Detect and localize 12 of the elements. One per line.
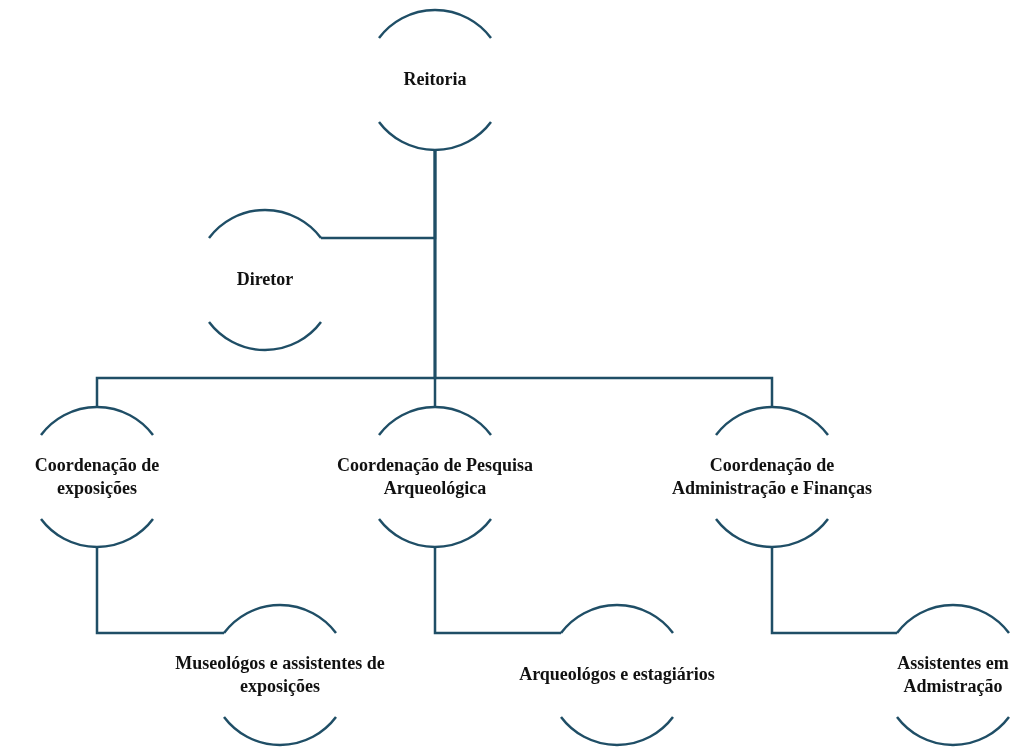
- node-label: Coordenação de Pesquisa Arqueológica: [336, 453, 534, 500]
- connector-line: [770, 547, 897, 635]
- node-label: Assistentes em Admistração: [896, 651, 1010, 698]
- node-label: Diretor: [235, 268, 295, 292]
- node-label: Reitoria: [402, 68, 468, 92]
- node-label: Arqueológos e estagiários: [518, 663, 716, 687]
- node-label: Coordenação de Administração e Finanças: [671, 453, 873, 500]
- connector-line: [95, 547, 224, 635]
- connector-line: [433, 150, 774, 407]
- connector-line: [433, 547, 561, 635]
- node-label: Coordenação de exposições: [33, 453, 161, 500]
- node-label: Museológos e assistentes de exposições: [174, 651, 386, 698]
